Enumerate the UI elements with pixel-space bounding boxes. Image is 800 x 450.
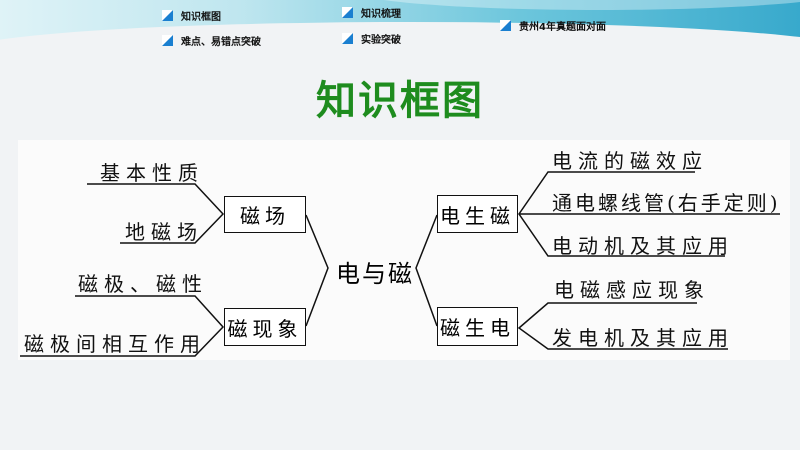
triangle-icon xyxy=(342,7,353,18)
node-magnetic-field: 磁场 xyxy=(224,196,306,233)
connector-line xyxy=(20,295,225,357)
nav-item-exam-questions[interactable]: 贵州4年真题面对面 xyxy=(500,18,606,33)
nav-item-difficulties[interactable]: 难点、易错点突破 xyxy=(162,33,261,48)
center-node: 电与磁 xyxy=(336,260,414,288)
nav-label: 贵州4年真题面对面 xyxy=(519,22,606,33)
page-title: 知识框图 xyxy=(316,78,484,124)
nav-item-knowledge-review[interactable]: 知识梳理 xyxy=(342,5,401,20)
nav-label: 知识梳理 xyxy=(361,9,401,20)
concept-diagram xyxy=(18,140,790,360)
node-magnetism-to-electricity: 磁生电 xyxy=(437,307,518,346)
triangle-icon xyxy=(342,33,353,44)
leaf-motor: 电动机及其应用 xyxy=(552,234,734,258)
nav-label: 实验突破 xyxy=(361,35,401,46)
connector-line xyxy=(517,302,728,350)
node-electricity-to-magnetism: 电生磁 xyxy=(437,195,518,233)
leaf-current-magnetic-effect: 电流的磁效应 xyxy=(552,149,708,173)
nav-item-knowledge-map[interactable]: 知识框图 xyxy=(162,8,221,23)
leaf-basic-property: 基本性质 xyxy=(100,161,204,185)
connector-line xyxy=(305,214,329,327)
leaf-induction: 电磁感应现象 xyxy=(554,278,710,302)
leaf-pole-interaction: 磁极间相互作用 xyxy=(24,332,206,356)
nav-label: 知识框图 xyxy=(181,12,221,23)
leaf-generator: 发电机及其应用 xyxy=(552,326,734,350)
triangle-icon xyxy=(162,35,173,46)
leaf-earth-magnetic-field: 地磁场 xyxy=(125,220,203,244)
header-decoration xyxy=(350,0,800,10)
triangle-icon xyxy=(162,10,173,21)
triangle-icon xyxy=(500,20,511,31)
connector-line xyxy=(87,183,225,244)
node-magnetic-phenomenon: 磁现象 xyxy=(224,308,306,346)
leaf-solenoid: 通电螺线管(右手定则) xyxy=(552,191,781,215)
connector-line xyxy=(415,214,438,327)
nav-header xyxy=(0,0,800,50)
leaf-poles-magnetism: 磁极、磁性 xyxy=(78,272,208,296)
nav-item-experiments[interactable]: 实验突破 xyxy=(342,31,401,46)
nav-label: 难点、易错点突破 xyxy=(181,37,261,48)
